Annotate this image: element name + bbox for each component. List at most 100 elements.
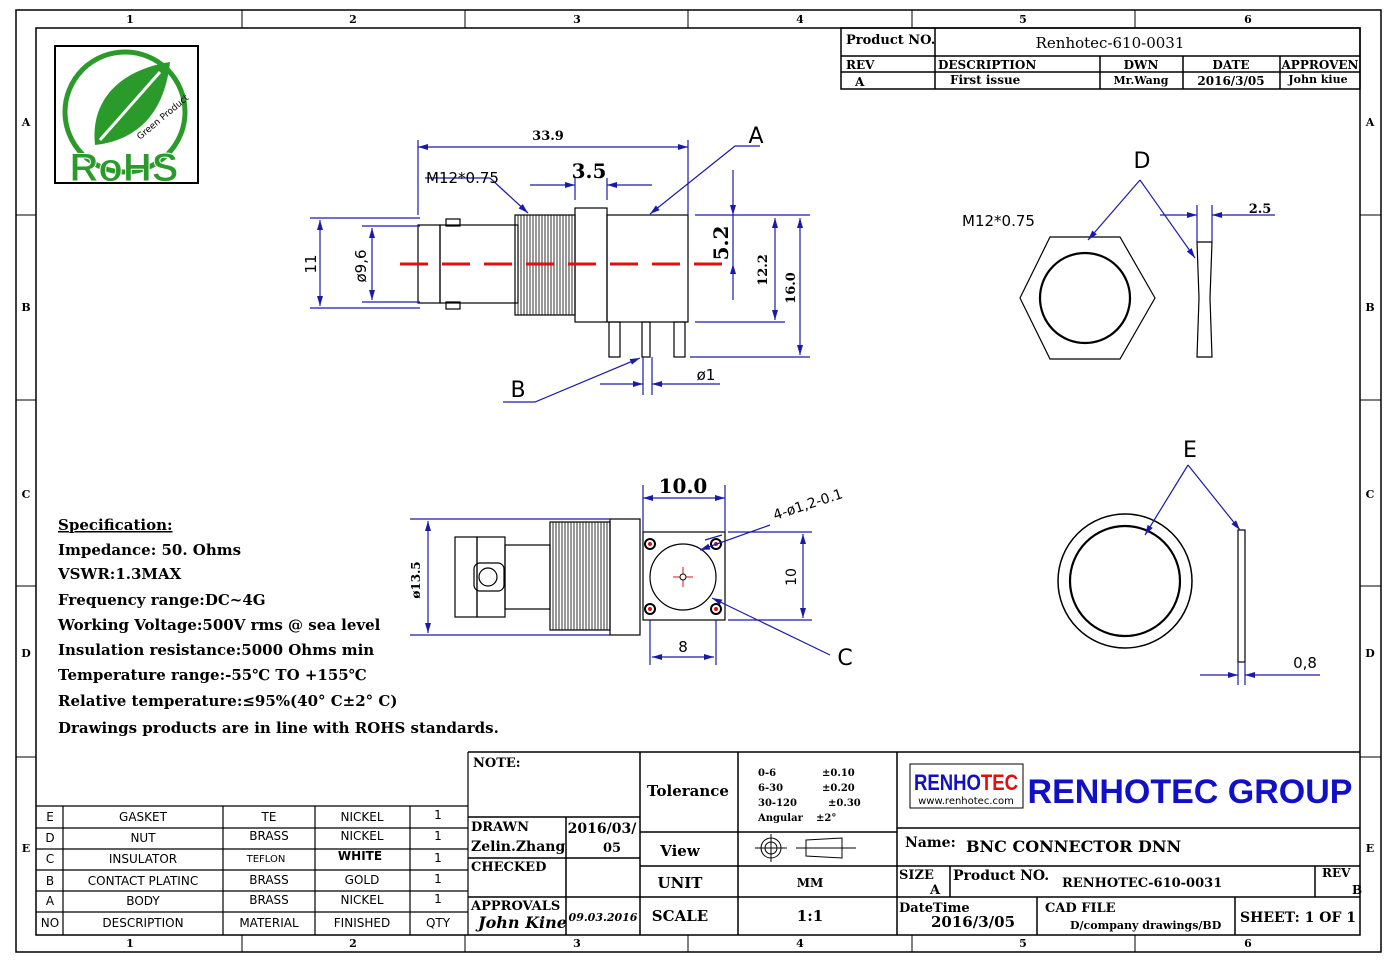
svg-text:6: 6 bbox=[1244, 937, 1252, 950]
svg-text:B: B bbox=[1365, 301, 1374, 314]
svg-text:WHITE: WHITE bbox=[338, 849, 382, 863]
svg-text:10.0: 10.0 bbox=[659, 474, 708, 498]
svg-text:6-30: 6-30 bbox=[758, 783, 783, 794]
svg-text:4-ø1,2-0.1: 4-ø1,2-0.1 bbox=[771, 486, 845, 523]
svg-text:±2°: ±2° bbox=[816, 813, 836, 824]
svg-text:RoHS: RoHS bbox=[70, 146, 179, 190]
svg-text:D/company drawings/BD: D/company drawings/BD bbox=[1070, 919, 1222, 932]
svg-text:FINISHED: FINISHED bbox=[334, 916, 390, 930]
svg-text:Mr.Wang: Mr.Wang bbox=[1113, 74, 1168, 87]
svg-text:NOTE:: NOTE: bbox=[473, 756, 521, 771]
svg-text:16.0: 16.0 bbox=[784, 272, 799, 304]
svg-text:Working Voltage:500V rms @ sea: Working Voltage:500V rms @ sea level bbox=[57, 616, 381, 634]
svg-text:QTY: QTY bbox=[426, 916, 451, 930]
svg-text:±0.10: ±0.10 bbox=[822, 768, 855, 779]
svg-text:NO: NO bbox=[41, 916, 59, 930]
svg-text:E: E bbox=[22, 842, 30, 855]
rohs-logo: Green Product RoHS bbox=[54, 45, 199, 191]
title-block: NOTE: DRAWN Zelin.Zhang 2016/03/ 05 CHEC… bbox=[468, 751, 1362, 935]
svg-text:B: B bbox=[46, 874, 54, 888]
svg-text:NICKEL: NICKEL bbox=[340, 893, 383, 907]
svg-text:INSULATOR: INSULATOR bbox=[109, 852, 177, 866]
svg-text:SCALE: SCALE bbox=[652, 907, 708, 925]
projection-symbol bbox=[755, 834, 856, 862]
svg-text:DATE: DATE bbox=[1212, 58, 1249, 72]
svg-text:APPROVEN: APPROVEN bbox=[1281, 58, 1359, 72]
svg-text:REV: REV bbox=[1322, 866, 1351, 880]
svg-text:Specification:: Specification: bbox=[58, 516, 173, 534]
svg-text:BRASS: BRASS bbox=[249, 873, 289, 887]
grid-ticks bbox=[16, 10, 1381, 952]
svg-text:1: 1 bbox=[126, 13, 134, 26]
svg-text:12.2: 12.2 bbox=[756, 254, 771, 286]
bottom-view: 10.0 4-ø1,2-0.1 10 8 ø13.5 C bbox=[409, 474, 853, 671]
svg-text:BODY: BODY bbox=[126, 894, 160, 908]
svg-text:C: C bbox=[22, 488, 31, 501]
svg-text:E: E bbox=[1366, 842, 1374, 855]
nut-view: D M12*0.75 2.5 bbox=[962, 149, 1275, 360]
svg-text:NUT: NUT bbox=[130, 831, 156, 845]
svg-text:A: A bbox=[929, 883, 941, 898]
svg-text:Frequency range:DC~4G: Frequency range:DC~4G bbox=[58, 591, 266, 609]
svg-text:1: 1 bbox=[434, 808, 442, 822]
svg-text:0-6: 0-6 bbox=[758, 768, 776, 779]
svg-text:1: 1 bbox=[434, 872, 442, 886]
svg-text:2016/3/05: 2016/3/05 bbox=[931, 913, 1015, 931]
svg-text:View: View bbox=[659, 842, 701, 860]
brand-logo-text: RENHOTEC bbox=[914, 770, 1018, 795]
svg-text:DESCRIPTION: DESCRIPTION bbox=[938, 58, 1036, 72]
svg-text:MATERIAL: MATERIAL bbox=[239, 916, 299, 930]
svg-text:www.renhotec.com: www.renhotec.com bbox=[918, 796, 1014, 807]
svg-text:Zelin.Zhang: Zelin.Zhang bbox=[471, 839, 565, 855]
svg-text:1: 1 bbox=[434, 851, 442, 865]
svg-text:D: D bbox=[1134, 149, 1151, 174]
svg-text:NICKEL: NICKEL bbox=[340, 829, 383, 843]
svg-text:DateTime: DateTime bbox=[899, 901, 970, 916]
svg-text:C: C bbox=[837, 646, 852, 671]
svg-text:SIZE: SIZE bbox=[899, 868, 934, 883]
svg-text:1: 1 bbox=[126, 937, 134, 950]
svg-text:A: A bbox=[21, 116, 31, 129]
svg-text:1: 1 bbox=[434, 829, 442, 843]
svg-text:TE: TE bbox=[261, 810, 277, 824]
svg-text:CAD FILE: CAD FILE bbox=[1045, 901, 1116, 916]
svg-text:8: 8 bbox=[678, 638, 688, 656]
svg-text:0,8: 0,8 bbox=[1293, 654, 1317, 672]
company-name: RENHOTEC GROUP bbox=[1028, 773, 1353, 811]
svg-text:UNIT: UNIT bbox=[658, 874, 704, 892]
svg-text:Impedance: 50. Ohms: Impedance: 50. Ohms bbox=[58, 541, 241, 559]
renhotec-logo: RENHOTEC www.renhotec.com bbox=[909, 763, 1024, 809]
svg-text:±0.30: ±0.30 bbox=[828, 798, 861, 809]
svg-text:Drawings products are in line: Drawings products are in line with ROHS … bbox=[58, 719, 499, 737]
svg-text:2: 2 bbox=[349, 13, 357, 26]
svg-text:CHECKED: CHECKED bbox=[471, 860, 546, 875]
svg-text:2: 2 bbox=[349, 937, 357, 950]
svg-text:3.5: 3.5 bbox=[572, 159, 607, 183]
svg-text:E: E bbox=[1183, 438, 1197, 463]
svg-text:NICKEL: NICKEL bbox=[340, 810, 383, 824]
svg-text:APPROVALS: APPROVALS bbox=[470, 899, 560, 914]
svg-text:05: 05 bbox=[603, 841, 621, 856]
svg-text:BRASS: BRASS bbox=[249, 829, 289, 843]
svg-text:B: B bbox=[510, 378, 525, 403]
svg-text:John kiue: John kiue bbox=[1287, 73, 1347, 86]
svg-text:C: C bbox=[46, 852, 54, 866]
svg-text:GASKET: GASKET bbox=[119, 810, 168, 824]
svg-text:4: 4 bbox=[796, 13, 804, 26]
svg-text:±0.20: ±0.20 bbox=[822, 783, 855, 794]
svg-text:2.5: 2.5 bbox=[1249, 202, 1272, 217]
svg-text:Angular: Angular bbox=[757, 813, 804, 824]
svg-text:Tolerance: Tolerance bbox=[647, 782, 729, 800]
svg-text:A: A bbox=[748, 124, 763, 149]
svg-text:09.03.2016: 09.03.2016 bbox=[569, 911, 638, 924]
side-view: 33.9 M12*0.75 3.5 A 5.2 12.2 16.0 11 ø9,… bbox=[302, 124, 810, 403]
svg-text:REV: REV bbox=[846, 58, 875, 72]
svg-text:30-120: 30-120 bbox=[758, 798, 797, 809]
svg-text:1: 1 bbox=[434, 892, 442, 906]
svg-text:Temperature range:-55℃ TO +155: Temperature range:-55℃ TO +155℃ bbox=[58, 666, 367, 684]
svg-text:2016/3/05: 2016/3/05 bbox=[1197, 74, 1264, 88]
svg-text:TEFLON: TEFLON bbox=[246, 854, 286, 865]
svg-text:BNC CONNECTOR DNN: BNC CONNECTOR DNN bbox=[966, 837, 1181, 856]
